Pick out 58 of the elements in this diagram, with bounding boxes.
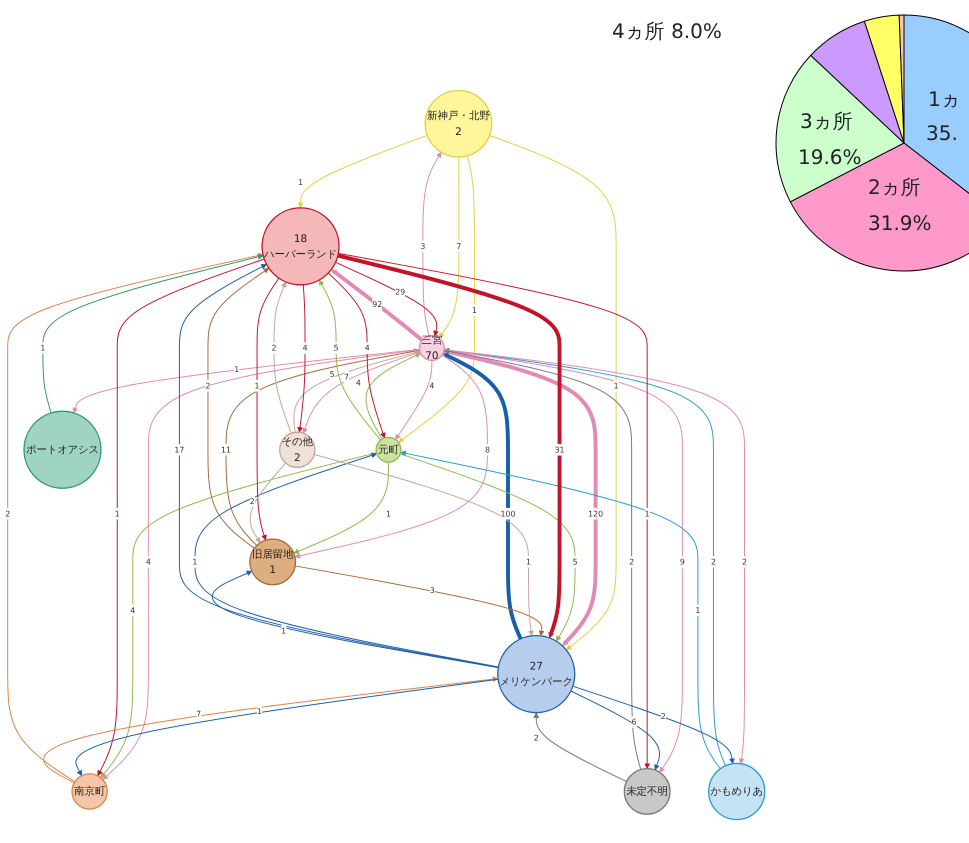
- arrow: [72, 348, 420, 414]
- arrow: [444, 348, 598, 646]
- station-circle: その他 2: [279, 432, 316, 468]
- arrow: [400, 453, 576, 642]
- pie-label: 1ヵ: [928, 88, 961, 110]
- pie-label: 2ヵ所: [868, 176, 921, 198]
- pie-label: 35.: [926, 122, 958, 144]
- arrow: [43, 676, 498, 784]
- arrow: [442, 352, 522, 640]
- arrow: [328, 272, 386, 438]
- station-circle: 元町: [375, 436, 402, 463]
- arrow: [422, 152, 442, 336]
- arrow: [331, 269, 424, 342]
- arrow: [274, 282, 292, 434]
- arrow: [489, 134, 617, 650]
- station-circle: 三宮 70: [418, 334, 445, 362]
- station-circle: 27 メリケンパーク: [497, 634, 576, 714]
- arrow: [366, 352, 421, 440]
- arrow: [212, 570, 499, 668]
- arrow: [97, 258, 265, 776]
- pie-label: 31.9%: [868, 212, 932, 234]
- arrow: [294, 354, 488, 559]
- arrow: [75, 678, 499, 776]
- arrow: [572, 686, 735, 764]
- pie-label: 19.6%: [798, 146, 862, 168]
- arrow: [400, 450, 721, 770]
- arrow: [438, 156, 460, 338]
- arrow: [319, 280, 382, 441]
- station-circle: 未定不明: [624, 768, 671, 815]
- pie-label: 4ヵ所 8.0%: [612, 20, 722, 42]
- arrow: [297, 284, 306, 433]
- station-circle: 18 ハーバーランド: [261, 207, 340, 286]
- arrow: [7, 252, 264, 782]
- station-circle: 旧居留地 1: [249, 538, 296, 586]
- arrow: [398, 155, 475, 443]
- arrow: [225, 348, 420, 546]
- arrow: [100, 452, 377, 778]
- pie-label: 3ヵ所: [800, 110, 853, 132]
- arrow: [250, 462, 286, 544]
- arrow: [570, 690, 660, 770]
- arrow: [294, 462, 389, 554]
- arrow: [533, 712, 628, 782]
- arrow: [314, 454, 534, 636]
- arrow: [194, 452, 499, 668]
- arrow: [395, 360, 432, 440]
- arrow: [42, 254, 264, 414]
- arrow: [444, 348, 642, 770]
- arrow: [335, 262, 439, 336]
- station-circle: 南京町: [71, 773, 108, 810]
- station-circle: ポートオアシス: [23, 410, 102, 489]
- station-circle: かもめりあ: [708, 762, 766, 820]
- arrow: [298, 134, 428, 208]
- arrow: [256, 278, 280, 540]
- station-circle: 新神戸・北野 2: [424, 90, 492, 158]
- arrow: [337, 254, 562, 638]
- arrow: [338, 252, 650, 769]
- arrow: [207, 268, 270, 549]
- arrow: [294, 565, 544, 636]
